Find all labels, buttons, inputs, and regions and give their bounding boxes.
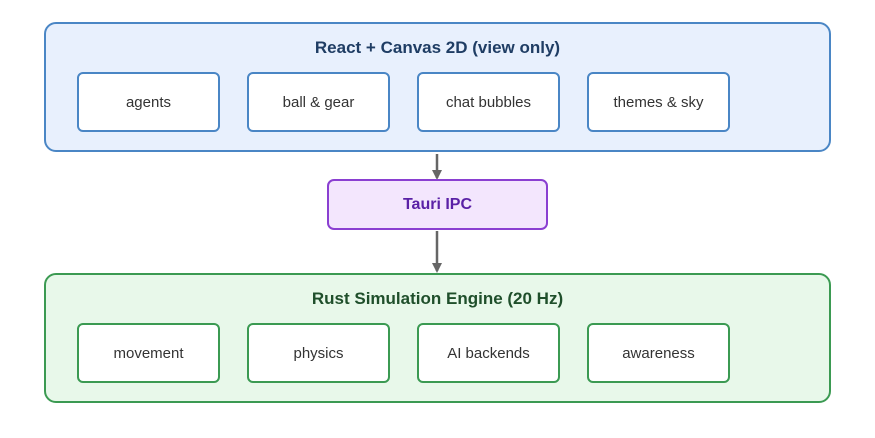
module-awareness: awareness xyxy=(587,323,730,383)
module-ai-backends: AI backends xyxy=(417,323,560,383)
module-chat-bubbles: chat bubbles xyxy=(417,72,560,132)
module-themes-and-sky: themes & sky xyxy=(587,72,730,132)
view-module-row: agents ball & gear chat bubbles themes &… xyxy=(77,72,730,132)
view-layer: React + Canvas 2D (view only) agents bal… xyxy=(44,22,831,152)
engine-layer: Rust Simulation Engine (20 Hz) movement … xyxy=(44,273,831,403)
module-movement: movement xyxy=(77,323,220,383)
tauri-ipc-label: Tauri IPC xyxy=(402,195,473,213)
view-layer-title: React + Canvas 2D (view only) xyxy=(314,38,561,57)
engine-layer-title: Rust Simulation Engine (20 Hz) xyxy=(311,289,564,308)
engine-module-row: movement physics AI backends awareness xyxy=(77,323,730,383)
module-agents: agents xyxy=(77,72,220,132)
module-ball-and-gear: ball & gear xyxy=(247,72,390,132)
tauri-ipc-bridge: Tauri IPC xyxy=(327,179,548,230)
module-physics: physics xyxy=(247,323,390,383)
